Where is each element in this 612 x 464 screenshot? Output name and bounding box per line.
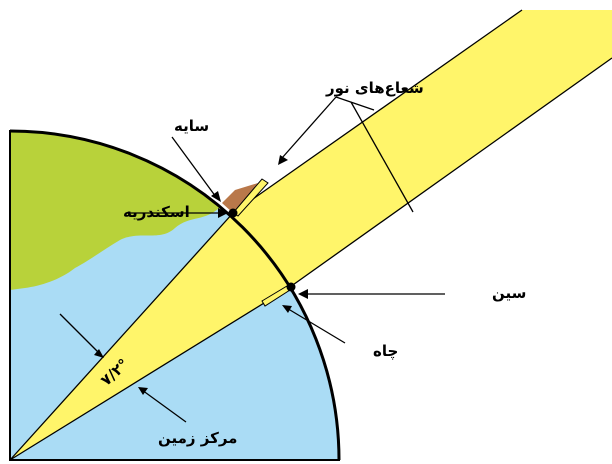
pointer-angle-a <box>59 313 101 355</box>
pointer-shadow <box>171 136 217 198</box>
label-well: چاه <box>373 342 398 361</box>
pointer-angle-b <box>141 389 187 423</box>
label-shadow: سایه <box>174 117 209 135</box>
syene-dot <box>286 282 296 292</box>
arrowhead-rays <box>278 155 288 165</box>
beam-cross-line <box>350 101 414 213</box>
arrowhead-angle-a <box>94 349 104 358</box>
alexandria-dot <box>228 208 238 218</box>
beam-edge-lower <box>289 57 612 288</box>
angle-wedge <box>10 213 290 460</box>
label-alexandria: اسکندریه <box>123 203 190 221</box>
light-beam <box>233 10 612 287</box>
arrowhead-syene <box>298 289 308 299</box>
earth-surface-arc <box>9 129 341 461</box>
label-light-rays: شعاع‌های نور <box>325 79 424 97</box>
pointer-rays-b <box>281 96 337 159</box>
arrowhead-alexandria <box>218 208 228 218</box>
arrowhead-angle-b <box>138 387 148 395</box>
radius-alexandria <box>9 212 234 461</box>
earth-land <box>10 131 220 290</box>
label-syene: سین <box>492 284 526 302</box>
label-earth-center: مرکز زمین <box>158 429 237 447</box>
arrowhead-shadow <box>211 191 221 202</box>
pointer-rays-a <box>335 96 375 111</box>
beam-edge-upper <box>232 9 523 214</box>
radius-syene <box>9 286 291 461</box>
pointer-well <box>284 306 346 344</box>
gnomon-shadow <box>222 183 258 213</box>
arrowhead-well <box>282 305 292 313</box>
